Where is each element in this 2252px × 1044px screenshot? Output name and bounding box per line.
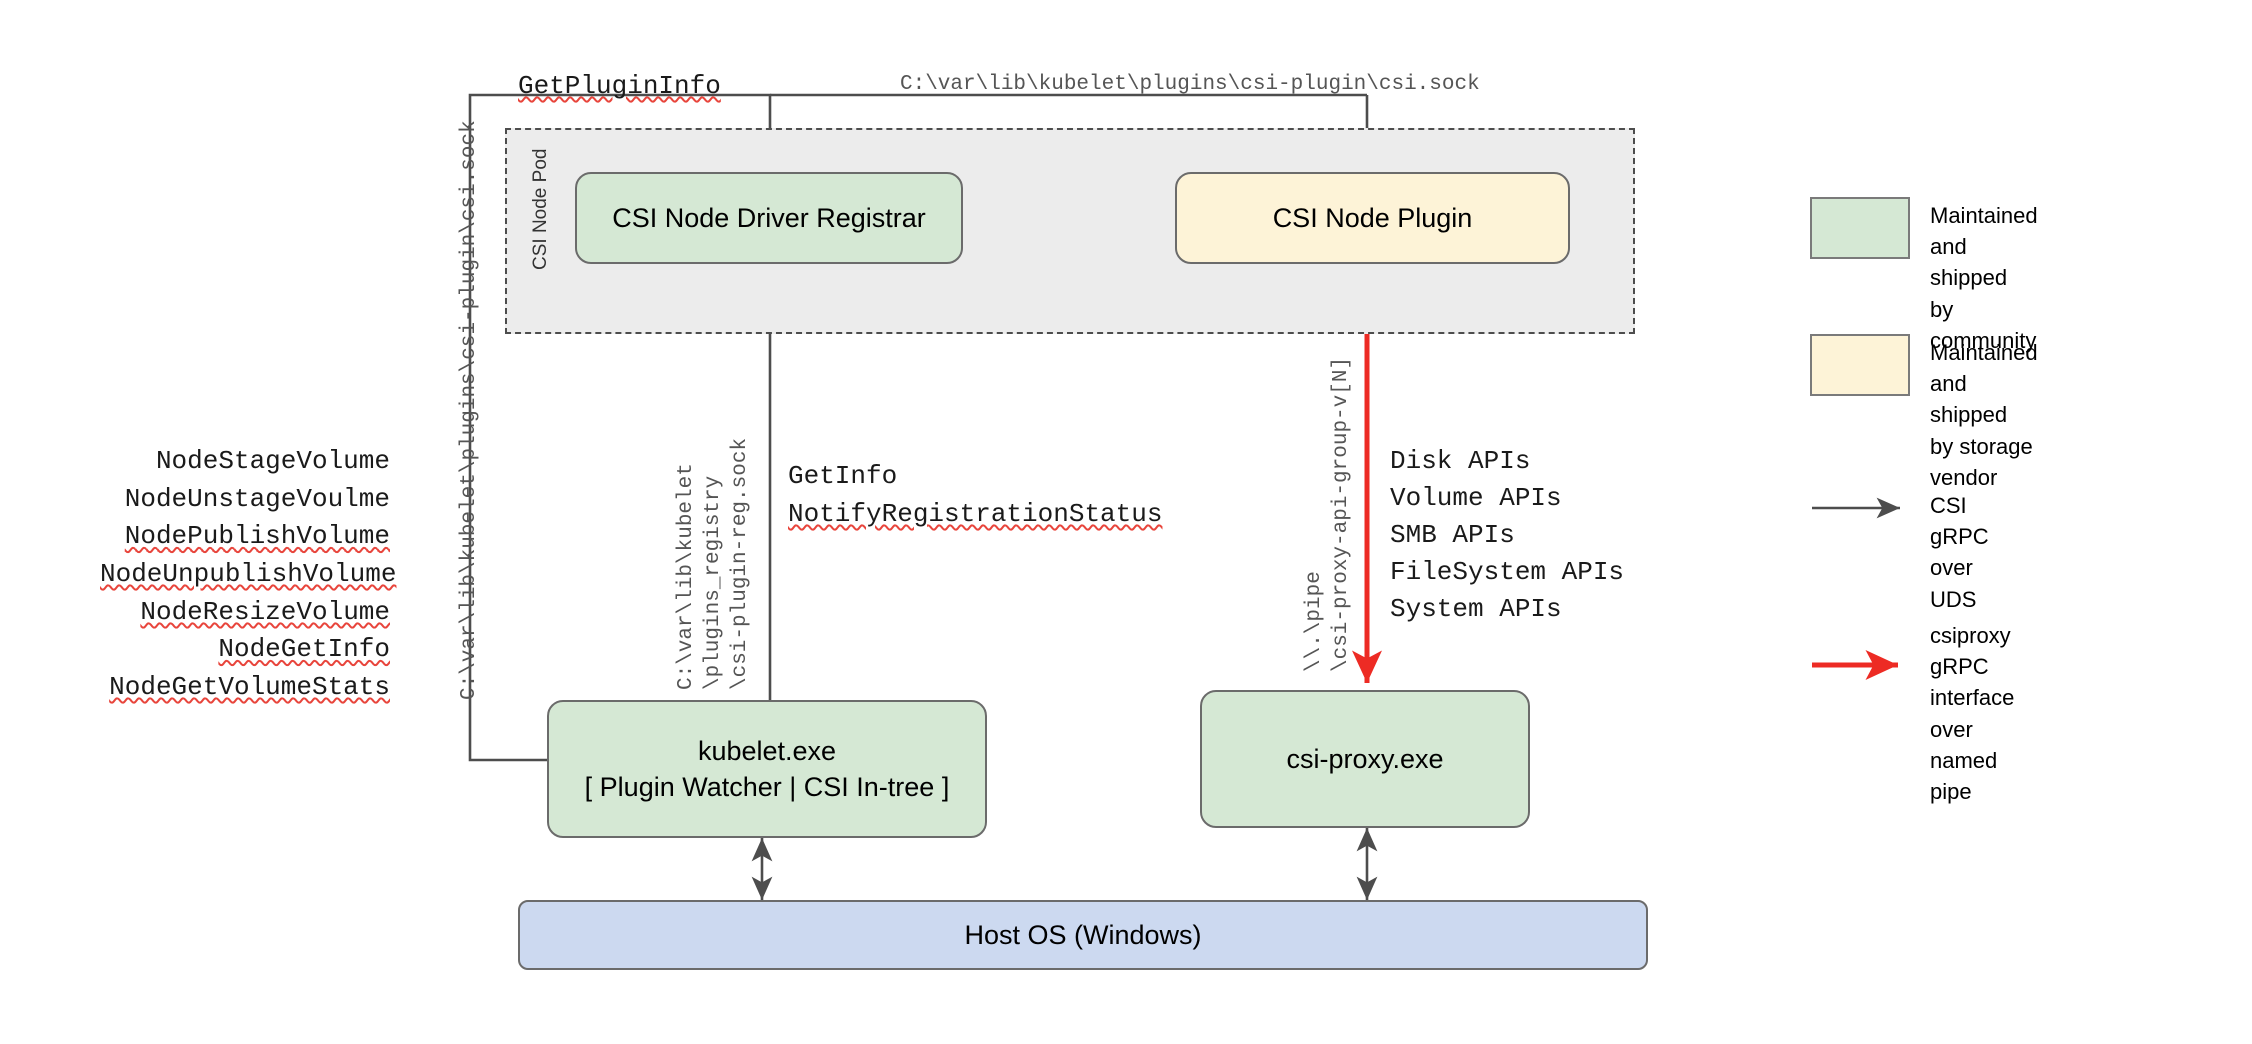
csi-proxy-api-item: Disk APIs	[1390, 446, 1531, 476]
label-get-plugin-info: GetPluginInfo	[518, 71, 721, 101]
node-csi-node-plugin[interactable]: CSI Node Plugin	[1175, 172, 1570, 264]
legend-swatch-community	[1810, 197, 1910, 259]
node-csi-proxy-exe[interactable]: csi-proxy.exe	[1200, 690, 1530, 828]
node-service-call-item: NodeUnstageVoulme	[124, 483, 390, 514]
label-csi-sock-path-vertical: C:\var\lib\kubelet\plugins\csi-plugin\cs…	[458, 120, 481, 700]
label-get-info: GetInfo	[788, 461, 898, 491]
legend-label-csiproxy-grpc: csiproxy gRPC interface over named pipe	[1930, 623, 2015, 805]
legend-label-community: Maintained and shipped by community	[1930, 203, 2038, 353]
label-notify-registration-status: NotifyRegistrationStatus	[788, 499, 1163, 529]
label-csi-sock-path-top: C:\var\lib\kubelet\plugins\csi-plugin\cs…	[900, 73, 1480, 96]
node-service-call-item: NodeResizeVolume	[140, 596, 390, 627]
node-service-call-item: NodeStageVolume	[155, 446, 390, 476]
node-service-call-item: NodeGetInfo	[218, 634, 390, 665]
legend-label-csi-grpc-uds: CSI gRPC over UDS	[1930, 493, 1989, 612]
node-service-call-item: NodeGetVolumeStats	[109, 672, 390, 703]
csi-node-pod-label: CSI Node Pod	[530, 148, 551, 270]
node-csi-node-driver-registrar[interactable]: CSI Node Driver Registrar	[575, 172, 963, 264]
csi-proxy-api-item: FileSystem APIs	[1390, 556, 1625, 587]
legend-label-vendor: Maintained and shipped by storage vendor	[1930, 340, 2038, 490]
csi-proxy-api-item: System APIs	[1390, 593, 1562, 624]
node-kubelet-exe[interactable]: kubelet.exe [ Plugin Watcher | CSI In-tr…	[547, 700, 987, 838]
node-service-call-item: NodeUnpublishVolume	[100, 559, 397, 590]
named-pipe-line-1: \\.\pipe	[1303, 571, 1326, 672]
registry-path-line-1: C:\var\lib\kubelet	[675, 463, 698, 690]
legend-swatch-vendor	[1810, 334, 1910, 396]
kubelet-line-1: kubelet.exe	[697, 735, 837, 766]
node-host-os[interactable]: Host OS (Windows)	[518, 900, 1648, 970]
csi-proxy-api-item: Volume APIs	[1390, 482, 1562, 513]
kubelet-line-2: [ Plugin Watcher | CSI In-tree ]	[584, 772, 950, 802]
csi-proxy-api-item: SMB APIs	[1390, 519, 1515, 550]
registry-path-line-2: \plugins_registry	[702, 475, 725, 690]
node-service-call-item: NodePublishVolume	[124, 521, 390, 552]
named-pipe-line-2: \csi-proxy-api-group-v[N]	[1330, 356, 1353, 672]
registry-path-line-3: \csi-plugin-reg.sock	[729, 437, 752, 690]
